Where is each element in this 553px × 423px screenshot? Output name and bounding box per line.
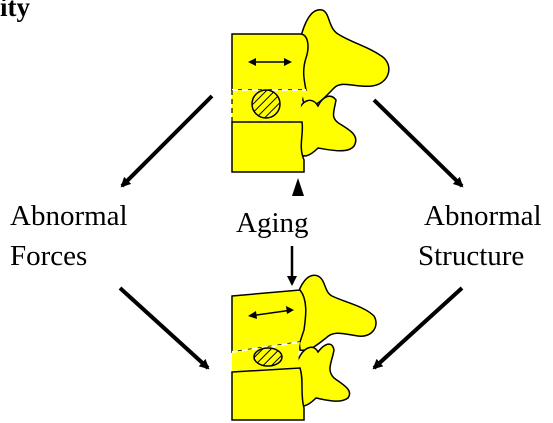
label-aging: Aging [236, 207, 309, 239]
degenerated-upper-spinous-process [296, 275, 376, 350]
label-abnormal-forces-line1: Abnormal [10, 200, 128, 232]
degenerated-vertebra-segment [232, 275, 376, 420]
arrow-top-right [374, 100, 462, 186]
healthy-vertebra-segment [232, 10, 389, 172]
lower-vertebral-body [232, 122, 304, 172]
lower-spinous-process [298, 96, 356, 156]
degenerated-lower-spinous-process [296, 344, 350, 406]
arrow-top-left [122, 96, 212, 186]
upper-spinous-process [300, 10, 389, 108]
degenerated-lower-vertebral-body [232, 368, 304, 420]
arrow-bottom-left [120, 288, 208, 368]
nucleus-pulposus [252, 90, 280, 118]
degenerated-nucleus [254, 348, 282, 366]
label-abnormal-structure-line1: Abnormal [424, 200, 542, 232]
arrow-bottom-right [374, 288, 462, 368]
label-abnormal-structure-line2: Structure [418, 240, 524, 272]
upper-pointer [292, 178, 304, 196]
label-abnormal-forces-line2: Forces [10, 240, 87, 272]
